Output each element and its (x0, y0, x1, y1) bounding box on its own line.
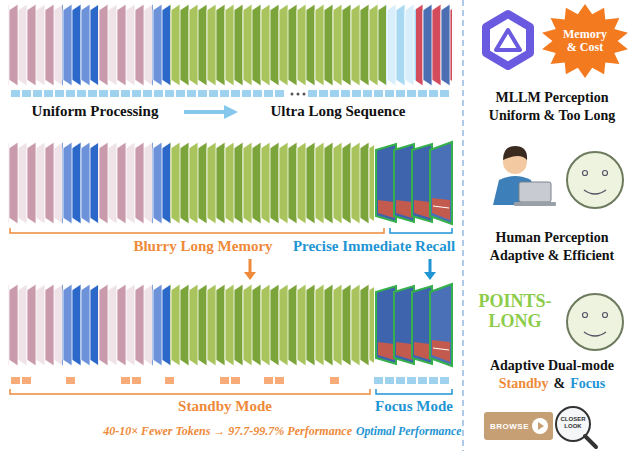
label: CLOSER LOOK (559, 416, 587, 429)
label: Ultra Long Sequence (238, 103, 438, 120)
button-node: BROWSE (484, 412, 553, 440)
bracket (10, 228, 384, 233)
label: Focus Mode (368, 398, 460, 415)
frame-strip (8, 4, 452, 86)
model-icon (486, 14, 530, 66)
label: Uniform Processing (10, 103, 180, 120)
frame-strip (8, 142, 452, 224)
frame-strip (8, 284, 452, 366)
person-icon (493, 146, 556, 206)
label: & (554, 376, 566, 392)
bracket (10, 389, 370, 394)
bracket (390, 228, 452, 233)
label: Blurry Long Memory (108, 238, 298, 255)
smiley-icon (567, 294, 623, 350)
label: Standby (499, 376, 549, 392)
token-row (11, 377, 451, 385)
divider (462, 0, 463, 451)
button-icon (531, 417, 549, 435)
label: Optimal Performance (356, 425, 461, 439)
label: Standby Mode (150, 398, 300, 415)
arrow (184, 105, 238, 119)
starburst-outline (542, 4, 628, 78)
label: Uniform & Too Long (466, 108, 638, 124)
label-row: Standby&Focus (466, 376, 638, 392)
token-row (11, 90, 451, 98)
node-text: BROWSE (490, 422, 529, 431)
magnifier-icon (556, 407, 596, 447)
bracket (376, 389, 452, 394)
label: Focus (570, 376, 605, 392)
starburst-node: Memory & Cost (540, 3, 630, 79)
label: Precise Immediate Recall (286, 238, 462, 255)
node-text: Memory & Cost (558, 28, 612, 54)
label: 40-10× Fewer Tokens → 97.7-99.7% Perform… (36, 425, 352, 439)
label: Adaptive & Efficient (466, 248, 638, 264)
label: POINTS-LONG (470, 292, 560, 332)
label: Adaptive Dual-mode (466, 358, 638, 374)
icon-arrow (538, 422, 544, 430)
arrow (244, 259, 436, 280)
icon-circle (532, 418, 548, 434)
smiley-icon (567, 152, 623, 208)
label: Human Perception (466, 230, 638, 246)
label: MLLM Perception (466, 90, 638, 106)
